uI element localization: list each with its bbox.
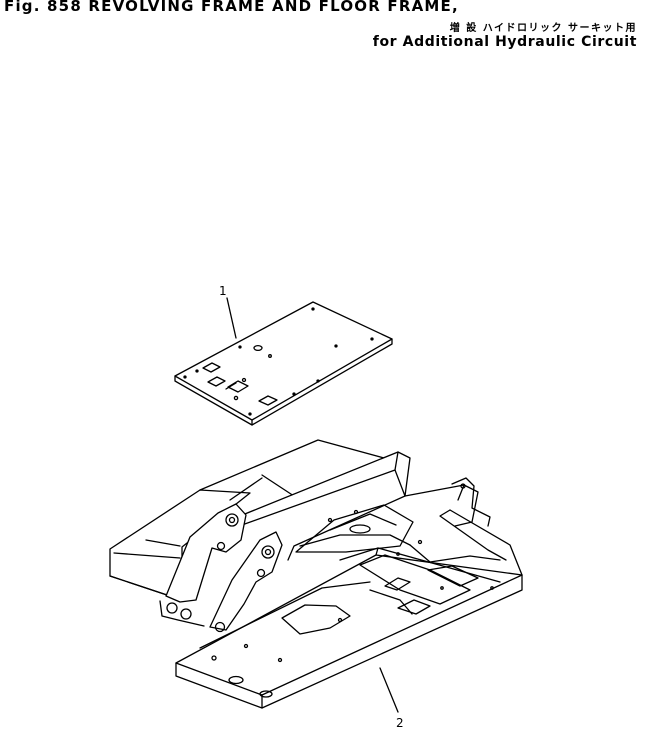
- revolving-frame-part-2: [109, 439, 523, 709]
- callout-leader-1: [226, 297, 237, 339]
- figure-title: Fig. 858 REVOLVING FRAME AND FLOOR FRAME…: [4, 0, 459, 15]
- callout-number-1: 1: [219, 284, 227, 298]
- figure-subtitle-english: for Additional Hydraulic Circuit: [372, 34, 637, 50]
- callout-leader-2: [379, 667, 399, 713]
- callout-number-2: 2: [396, 716, 404, 730]
- figure-subtitle-japanese: 増 設 ハイドロリック サーキット用: [449, 23, 637, 34]
- floor-plate-part-1: [174, 301, 393, 426]
